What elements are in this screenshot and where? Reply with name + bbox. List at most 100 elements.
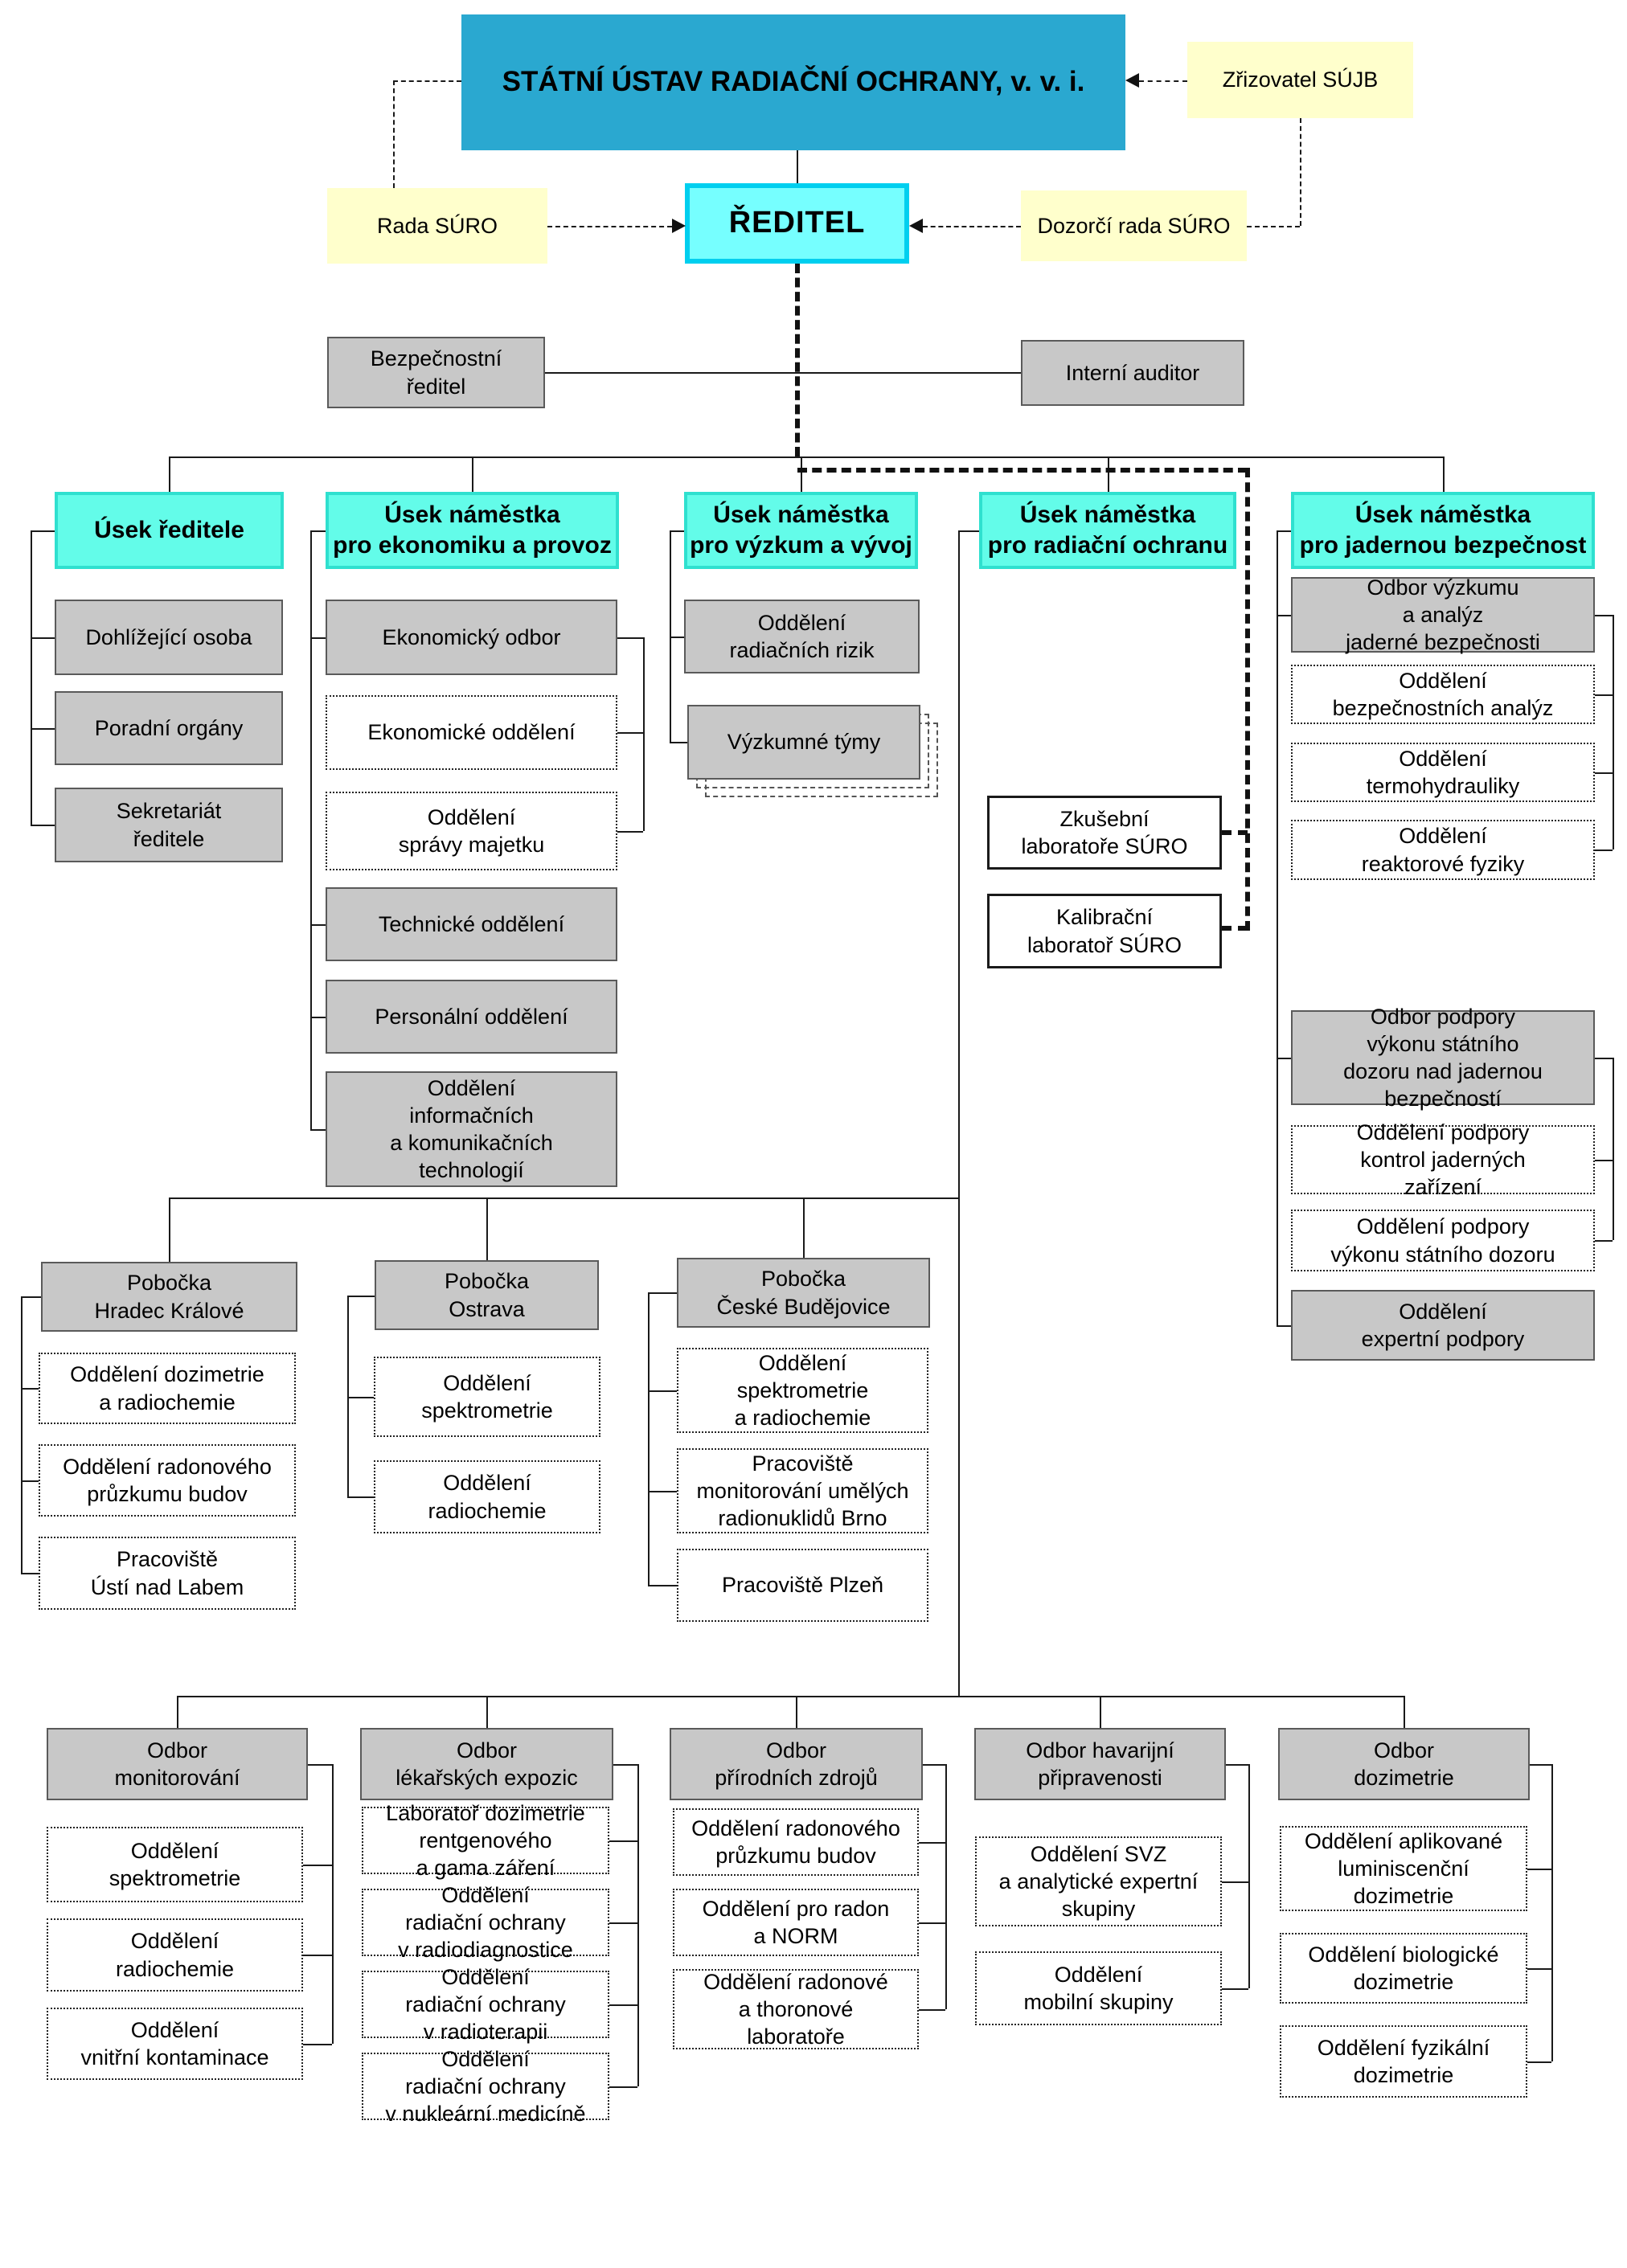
connector [169, 456, 1443, 458]
connector [545, 372, 1021, 374]
connector [1595, 849, 1613, 851]
connector [923, 1764, 945, 1766]
connector [1226, 1764, 1248, 1766]
branch-box: Pobočka Ostrava [375, 1260, 599, 1330]
connector [803, 1197, 805, 1258]
connector [21, 1480, 39, 1482]
connector [486, 1696, 488, 1728]
connector [1527, 2061, 1551, 2063]
connector [486, 1197, 488, 1260]
connector [393, 80, 395, 188]
connector [347, 1397, 374, 1398]
unit-box: Oddělení radiochemie [374, 1460, 600, 1533]
connector-dashed [1245, 468, 1250, 931]
connector [1595, 1160, 1613, 1161]
unit-box: Dohlížející osoba [55, 600, 283, 675]
unit-box: Oddělení spektrometrie [47, 1827, 303, 1902]
unit-box: Oddělení podpory kontrol jaderných zaříz… [1291, 1120, 1595, 1199]
connector [303, 2044, 332, 2045]
connector [310, 637, 326, 639]
unit-box: Oddělení správy majetku [326, 792, 617, 870]
unit-box: Oddělení radiační ochrany v radiodiagnos… [362, 1883, 609, 1962]
connector [303, 1955, 332, 1956]
connector [670, 742, 687, 743]
unit-box: Oddělení termohydrauliky [1291, 743, 1595, 802]
connector [169, 1197, 958, 1199]
connector [1277, 1325, 1291, 1327]
laboratory-box: Kalibrační laboratoř SÚRO [987, 894, 1222, 968]
security-director-box: Bezpečnostní ředitel [327, 337, 545, 408]
connector-dashed [1222, 830, 1248, 835]
connector [1277, 530, 1278, 1325]
unit-box: Laboratoř dozimetrie rentgenového a gama… [362, 1801, 609, 1880]
connector-dashed-spine [795, 264, 800, 456]
unit-box: Oddělení radonového průzkumu budov [673, 1808, 919, 1876]
connector [169, 456, 170, 492]
connector [919, 2009, 945, 2011]
connector [177, 1696, 1404, 1697]
founder-box: Zřizovatel SÚJB [1187, 42, 1413, 118]
connector [613, 1764, 637, 1766]
connector [1613, 1058, 1614, 1240]
connector [310, 530, 312, 1129]
connector [393, 80, 461, 82]
unit-box: Oddělení radiačních rizik [684, 600, 920, 673]
connector [31, 728, 55, 730]
unit-box: Oddělení radonového průzkumu budov [39, 1444, 296, 1517]
connector [472, 456, 473, 492]
connector [31, 825, 55, 826]
connector [923, 226, 1021, 227]
connector [308, 1764, 332, 1766]
connector [609, 1840, 637, 1842]
division-header-radiacni: Úsek náměstka pro radiační ochranu [979, 492, 1236, 569]
unit-box: Oddělení SVZ a analytické expertní skupi… [975, 1836, 1222, 1926]
unit-box: Oddělení pro radon a NORM [673, 1889, 919, 1956]
connector [648, 1390, 677, 1392]
connector [1139, 80, 1187, 82]
connector [670, 530, 684, 532]
connector [1613, 615, 1614, 849]
unit-box: Odbor podpory výkonu státního dozoru nad… [1291, 1005, 1595, 1111]
connector [21, 1388, 39, 1390]
connector [31, 530, 32, 825]
connector [797, 150, 798, 183]
department-box: Odbor havarijní připravenosti [974, 1728, 1226, 1800]
connector [609, 2086, 637, 2088]
connector-main-spine [958, 530, 960, 1696]
connector [648, 1585, 677, 1586]
unit-box: Pracoviště monitorování umělých radionuk… [677, 1448, 928, 1533]
connector [1108, 456, 1109, 492]
connector [648, 1292, 677, 1294]
connector [648, 1491, 677, 1492]
connector [1527, 1869, 1551, 1870]
connector [1595, 772, 1613, 774]
connector [648, 1292, 650, 1585]
unit-box: Oddělení bezpečnostních analýz [1291, 665, 1595, 724]
board-box: Rada SÚRO [327, 188, 547, 264]
connector [617, 732, 643, 734]
unit-box: Oddělení podpory výkonu státního dozoru [1291, 1210, 1595, 1271]
unit-box: Technické oddělení [326, 887, 617, 961]
unit-box: Oddělení reaktorové fyziky [1291, 820, 1595, 880]
unit-box: Pracoviště Plzeň [677, 1549, 928, 1622]
unit-box: Oddělení radonové a thoronové laboratoře [673, 1969, 919, 2049]
connector [1527, 1968, 1551, 1970]
unit-box: Oddělení expertní podpory [1291, 1290, 1595, 1361]
unit-box: Odbor výzkumu a analýz jaderné bezpečnos… [1291, 575, 1595, 654]
laboratory-box: Zkušební laboratoře SÚRO [987, 796, 1222, 870]
connector [1247, 226, 1300, 227]
unit-box: Oddělení spektrometrie a radiochemie [677, 1348, 928, 1433]
unit-box: Oddělení dozimetrie a radiochemie [39, 1353, 296, 1424]
connector [31, 530, 55, 532]
connector [310, 530, 326, 532]
connector [310, 1017, 326, 1018]
connector [31, 637, 55, 639]
connector [1248, 1764, 1250, 1988]
unit-box: Ekonomický odbor [326, 600, 617, 675]
unit-box: Poradní orgány [55, 691, 283, 765]
division-header-ekonomika: Úsek náměstka pro ekonomiku a provoz [326, 492, 619, 569]
unit-box: Oddělení vnitřní kontaminace [47, 2008, 303, 2080]
unit-box: Oddělení radiační ochrany v radioterapii [362, 1965, 609, 2044]
connector [643, 637, 645, 831]
connector-dashed [1222, 926, 1248, 931]
